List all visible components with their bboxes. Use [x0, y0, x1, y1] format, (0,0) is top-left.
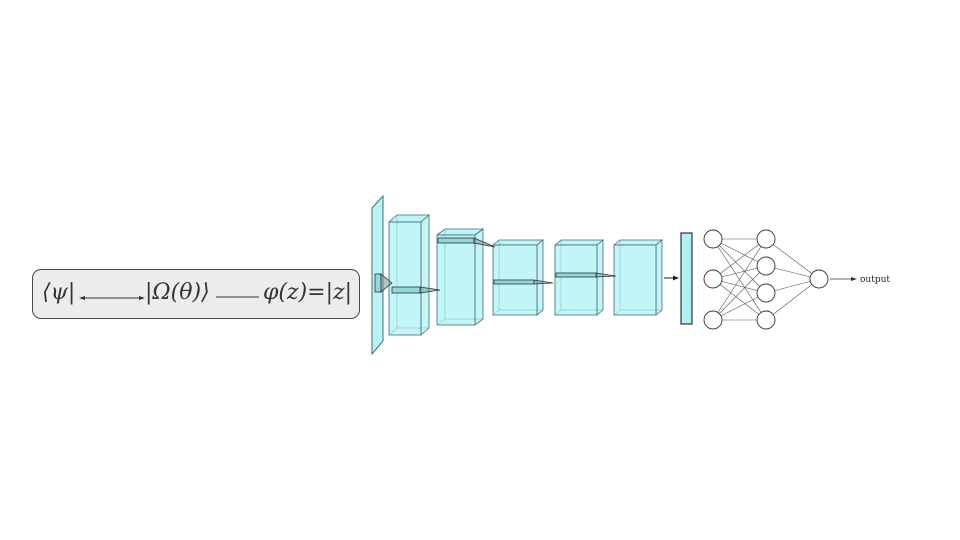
flatten-vector [680, 232, 693, 325]
conv-blocks [371, 194, 664, 356]
conv-block-4 [553, 239, 605, 316]
conv-block-2 [435, 228, 485, 326]
hidden-node [756, 256, 776, 276]
block-back-edge [613, 309, 621, 316]
input-node [703, 310, 723, 330]
kernel-projection [595, 272, 617, 278]
flatten-arrow-head [673, 275, 679, 281]
hidden-node [756, 229, 776, 249]
block-back-edge [554, 309, 562, 316]
fc-edge [712, 278, 767, 321]
kernel-slice [374, 273, 382, 293]
kernel-slice [391, 286, 421, 294]
arrow-head-left [79, 296, 85, 300]
kernel-slice [555, 272, 597, 278]
fc-edge [712, 238, 767, 280]
activation-function-label: φ(z)=|z| [263, 280, 353, 305]
input-node [703, 269, 723, 289]
formula-box: ⟨ψ| |Ω(θ)⟩ φ(z)=|z| [32, 269, 360, 319]
conv-block-1 [387, 214, 431, 336]
kernel-projection [473, 237, 496, 248]
bra-psi-label: ⟨ψ| [42, 280, 76, 305]
block-side-face [420, 214, 430, 336]
formula-connectors [79, 296, 259, 300]
conv-kernels [374, 237, 617, 294]
block-back-edge [436, 318, 446, 326]
block-front-face [554, 244, 598, 316]
kernel-projection [419, 286, 441, 294]
kernel-projection [380, 273, 393, 293]
kernel-4 [555, 272, 617, 278]
fc-edge [712, 292, 767, 321]
block-top-face [553, 239, 605, 246]
output-node [809, 269, 829, 289]
conv-block-3 [491, 239, 545, 316]
hidden-node [756, 310, 776, 330]
input-kernel [374, 273, 393, 293]
output-arrow-head [851, 277, 857, 281]
kernel-projection [533, 279, 554, 285]
fc-edges [712, 238, 820, 321]
hidden-node [756, 283, 776, 303]
kernel-1 [391, 286, 441, 294]
kernel-slice [493, 279, 535, 285]
input-node [703, 229, 723, 249]
fc-edge [765, 238, 820, 280]
fc-edge [712, 238, 767, 321]
block-side-face [596, 239, 604, 316]
ket-omega-label: |Ω(θ)⟩ [145, 280, 210, 305]
fc-nodes [703, 229, 829, 330]
fc-edge [712, 238, 767, 267]
block-front-face [613, 244, 657, 316]
flatten-stage [664, 232, 693, 325]
output-label: output [860, 275, 890, 285]
conv-block-5 [612, 239, 664, 316]
block-side-face [536, 239, 544, 316]
block-back-edge [492, 309, 500, 316]
block-top-face [612, 239, 664, 246]
kernel-3 [493, 279, 554, 285]
kernel-slice [437, 237, 475, 244]
block-side-face [655, 239, 663, 316]
kernel-2 [437, 237, 496, 248]
fc-edge [712, 265, 767, 321]
fc-edge [765, 278, 820, 321]
block-back-edge [388, 327, 398, 336]
block-top-face [491, 239, 545, 246]
block-front-face [436, 234, 476, 326]
fc-edge [712, 238, 767, 294]
arrow-head-right [139, 296, 145, 300]
block-front-face [388, 221, 422, 336]
